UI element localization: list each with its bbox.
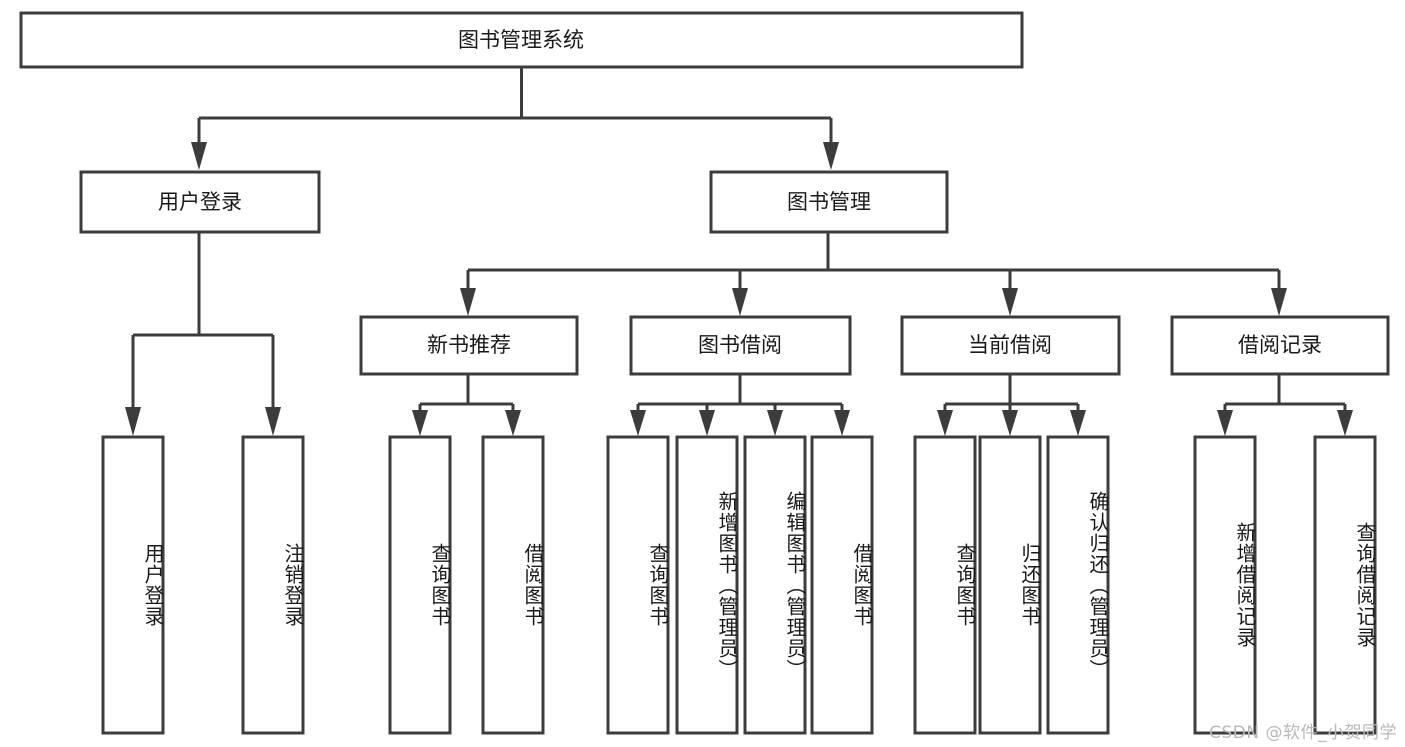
- arrow-head-leaf-logout: [265, 407, 281, 436]
- arrow-head-leaf-user-login: [125, 407, 141, 436]
- arrow-head-nb-leaf-2: [505, 410, 521, 436]
- node-new-book-recommend-label: 新书推荐: [427, 333, 511, 357]
- arrow-head-cb-leaf-2: [1002, 410, 1018, 436]
- leaf-box-cb-query-book[interactable]: [913, 435, 977, 735]
- arrow-head-br-leaf-2: [1337, 410, 1353, 436]
- leaf-box-bb-edit-book[interactable]: [743, 435, 807, 735]
- arrow-head-bb-leaf-2: [699, 410, 715, 436]
- node-root[interactable]: 图书管理系统: [19, 11, 1024, 69]
- node-borrow-records-box[interactable]: [1170, 315, 1390, 376]
- node-root-label: 图书管理系统: [458, 28, 584, 52]
- node-user-login-box[interactable]: [79, 170, 321, 234]
- node-book-manage-box[interactable]: [709, 170, 949, 234]
- node-new-book-recommend[interactable]: 新书推荐: [359, 315, 579, 376]
- leaf-box-bb-query-book[interactable]: [606, 435, 670, 735]
- leaf-box-logout[interactable]: [241, 435, 305, 735]
- node-new-book-recommend-box[interactable]: [359, 315, 579, 376]
- arrow-head-user-login: [191, 142, 207, 170]
- leaf-box-br-add-record[interactable]: [1193, 435, 1257, 735]
- arrow-head-cb-leaf-1: [937, 410, 953, 436]
- leaf-box-br-query-record[interactable]: [1313, 435, 1377, 735]
- node-current-borrow-box[interactable]: [900, 315, 1121, 376]
- arrow-head-bb-leaf-3: [767, 410, 783, 436]
- node-book-borrow-label: 图书借阅: [698, 333, 782, 357]
- node-user-login-label: 用户登录: [158, 190, 242, 214]
- leaf-box-nb-query-book[interactable]: [388, 435, 452, 735]
- watermark-text: CSDN @软件_小贺同学: [1209, 723, 1397, 743]
- leaf-box-user-login[interactable]: [101, 435, 165, 735]
- arrow-head-bb-leaf-1: [630, 410, 646, 436]
- arrow-head-cb-leaf-3: [1070, 410, 1086, 436]
- arrow-head-book-manage: [823, 142, 839, 170]
- leaf-box-group: [101, 435, 1377, 735]
- leaf-box-nb-borrow-book[interactable]: [481, 435, 545, 735]
- leaf-box-cb-return-book[interactable]: [978, 435, 1042, 735]
- node-root-box[interactable]: [19, 11, 1024, 69]
- node-book-borrow[interactable]: 图书借阅: [629, 315, 852, 376]
- leaf-box-bb-add-book[interactable]: [675, 435, 739, 735]
- node-book-manage[interactable]: 图书管理: [709, 170, 949, 234]
- node-book-borrow-box[interactable]: [629, 315, 852, 376]
- node-current-borrow[interactable]: 当前借阅: [900, 315, 1121, 376]
- arrow-head-bb-leaf-4: [834, 410, 850, 436]
- arrow-head-nb-leaf-1: [412, 410, 428, 436]
- arrow-head-current-borrow: [1002, 288, 1018, 316]
- node-current-borrow-label: 当前借阅: [968, 333, 1052, 357]
- arrow-head-br-leaf-1: [1217, 410, 1233, 436]
- node-borrow-records-label: 借阅记录: [1238, 333, 1322, 357]
- connector-group: [125, 68, 1353, 436]
- arrow-head-borrow-records: [1271, 288, 1287, 316]
- leaf-box-cb-confirm-return[interactable]: [1046, 435, 1110, 735]
- node-book-manage-label: 图书管理: [787, 190, 871, 214]
- node-user-login[interactable]: 用户登录: [79, 170, 321, 234]
- leaf-box-bb-borrow-book[interactable]: [810, 435, 874, 735]
- arrow-head-book-borrow: [732, 288, 748, 316]
- node-borrow-records[interactable]: 借阅记录: [1170, 315, 1390, 376]
- arrow-head-new-book: [460, 288, 476, 316]
